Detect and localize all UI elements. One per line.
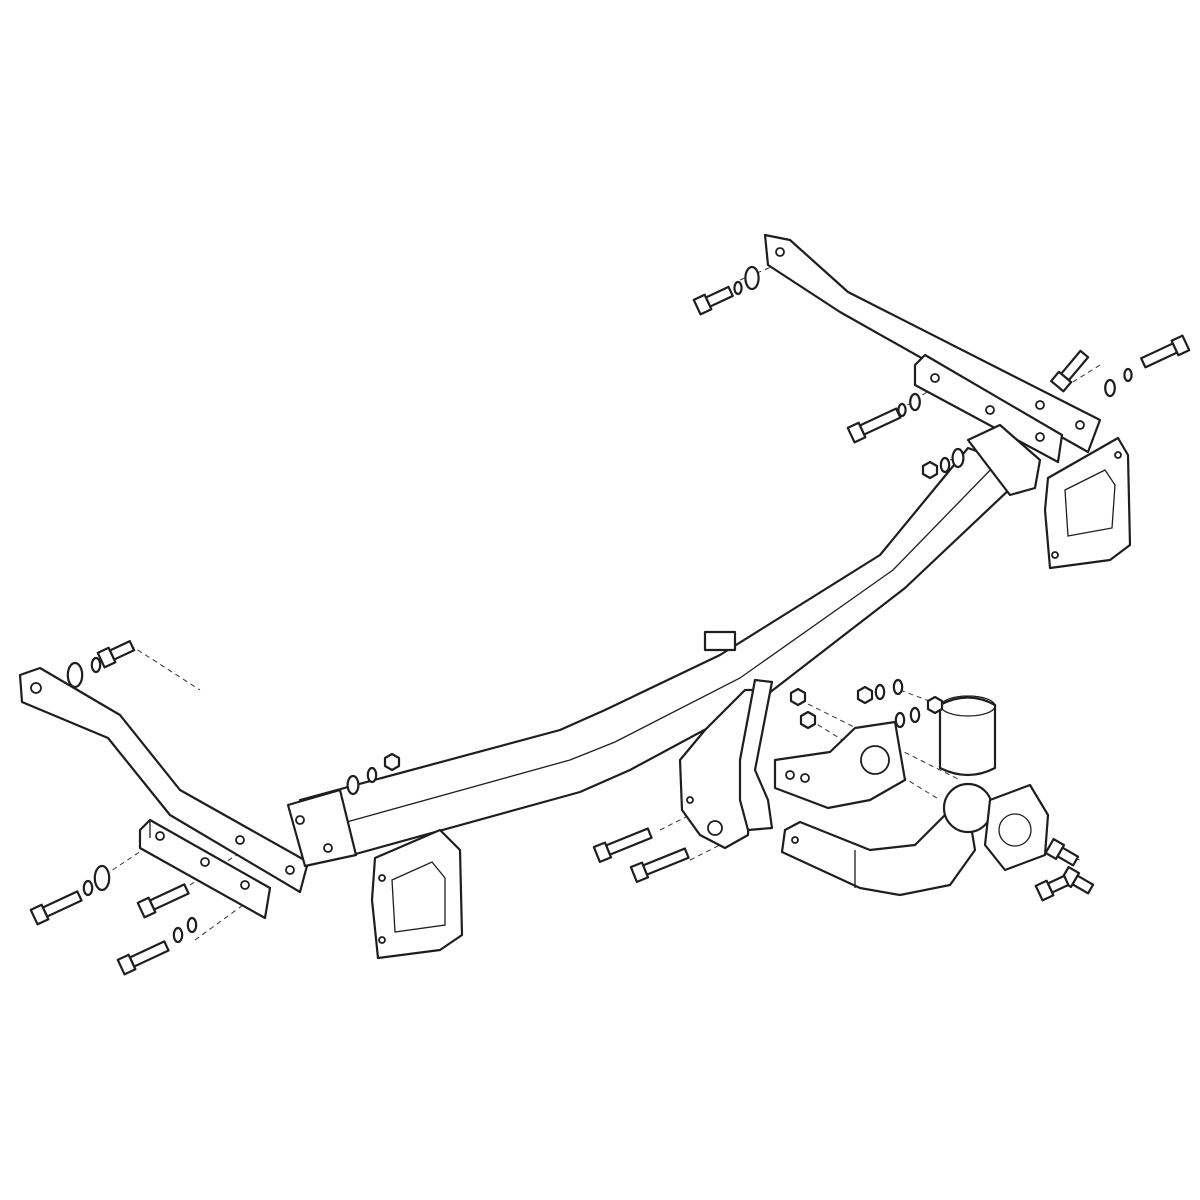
right-side-bracket	[763, 233, 1102, 454]
bolt	[116, 940, 170, 976]
bolt	[629, 847, 690, 884]
washer	[892, 678, 904, 696]
bolt	[29, 890, 83, 926]
washer	[90, 656, 102, 674]
bolt	[846, 407, 902, 444]
nut	[921, 460, 939, 480]
bolt	[136, 883, 190, 919]
washer	[951, 447, 965, 469]
nut	[789, 687, 807, 707]
bolt	[1140, 334, 1191, 369]
nut	[383, 752, 401, 772]
bolt	[1034, 874, 1070, 902]
bolt	[96, 640, 136, 669]
tow-ball-cap	[938, 695, 997, 777]
washer	[1123, 367, 1133, 383]
electrical-socket	[983, 783, 1050, 872]
washer	[909, 706, 921, 724]
washer	[66, 661, 84, 689]
washer	[82, 879, 94, 897]
washer	[172, 926, 184, 944]
bolt	[592, 827, 653, 864]
washer	[874, 683, 886, 701]
washer	[346, 774, 360, 796]
left-mounting-plate	[370, 828, 464, 960]
nut	[799, 710, 817, 730]
nut	[856, 685, 874, 705]
left-spacer-plate	[138, 818, 272, 920]
washer	[1104, 378, 1116, 398]
tow-ball-neck	[780, 813, 977, 897]
washer	[93, 864, 111, 892]
washer	[897, 402, 907, 418]
socket-mounting-bracket	[773, 720, 907, 810]
washer	[733, 280, 743, 296]
washer	[186, 916, 198, 934]
nut	[926, 695, 944, 715]
left-side-bracket	[18, 666, 310, 894]
bolt	[1050, 349, 1090, 393]
tow-ball	[942, 782, 994, 834]
washer	[894, 711, 906, 729]
washer	[744, 265, 760, 291]
bolt	[692, 285, 734, 316]
fastener-hardware	[29, 265, 1191, 976]
center-hanger-brackets	[678, 678, 774, 850]
washer	[939, 456, 951, 474]
washer	[909, 392, 921, 412]
main-crossbar	[286, 423, 1042, 868]
bolt	[1044, 837, 1080, 867]
washer	[366, 766, 378, 784]
right-mounting-plate	[1043, 436, 1132, 570]
right-spacer-plate	[913, 353, 1064, 464]
